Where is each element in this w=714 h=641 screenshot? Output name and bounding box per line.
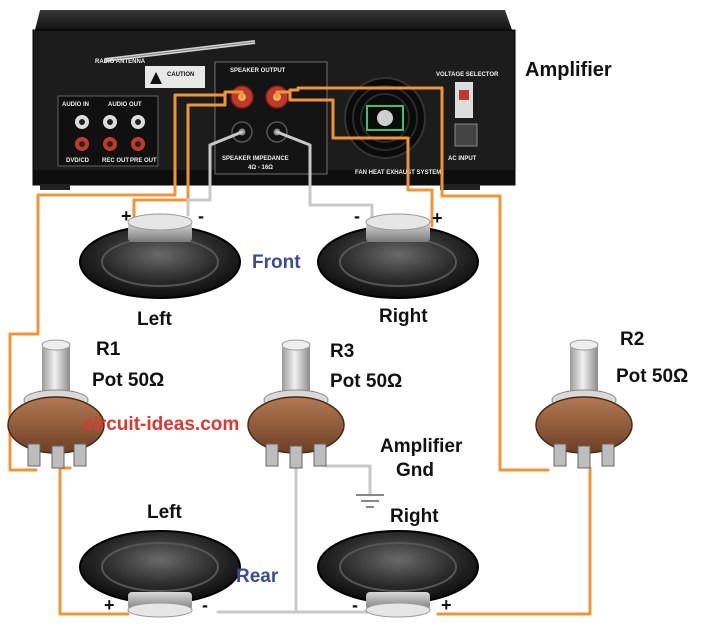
wire-r1-to-rear-left — [58, 466, 130, 616]
fan-heat-label: FAN HEAT EXHAUST SYSTEM — [355, 170, 441, 176]
wire-r3-to-ground — [324, 464, 372, 497]
wire-right-to-r2 — [288, 86, 550, 472]
rear-right-minus: - — [352, 595, 358, 615]
wire-front-right-positive — [275, 90, 434, 228]
amplifier-title: Amplifier — [525, 59, 612, 81]
rear-left-minus: - — [202, 595, 208, 615]
ac-socket — [454, 123, 478, 147]
dvd-cd-label: DVD/CD — [66, 158, 90, 164]
potentiometer-r1 — [7, 339, 105, 469]
pre-out-label: PRE OUT — [130, 158, 157, 164]
speaker-rear-right — [317, 530, 479, 618]
wire-front-left-negative — [186, 130, 244, 217]
wire-left-to-r1 — [8, 93, 227, 472]
ac-input-label: AC INPUT — [448, 156, 477, 162]
front-label: Front — [252, 252, 301, 273]
amplifier-gnd-line2: Gnd — [396, 460, 434, 481]
speaker-output-panel — [214, 61, 328, 175]
fan-grille — [344, 77, 426, 159]
rear-right-plus: + — [441, 595, 452, 615]
amplifier-gnd-line1: Amplifier — [380, 436, 463, 457]
r1-name: R1 — [96, 339, 121, 360]
wire-front-left-positive — [132, 90, 244, 224]
speaker-front-left — [79, 213, 241, 299]
r3-value: Pot 50Ω — [330, 371, 402, 392]
potentiometer-r3 — [247, 339, 345, 469]
speaker-output-label: SPEAKER OUTPUT — [230, 68, 286, 74]
rear-left-plus: + — [104, 595, 115, 615]
r3-name: R3 — [330, 341, 354, 362]
amplifier-unit: RADIO ANTENNA CAUTION AUDIO IN AUDIO OUT… — [32, 10, 516, 190]
watermark-text: circuit-ideas.com — [83, 414, 239, 435]
rear-right-label: Right — [390, 506, 439, 527]
front-right-plus: + — [432, 208, 443, 228]
voltage-selector-label: VOLTAGE SELECTOR — [436, 72, 499, 78]
front-right-minus: - — [354, 206, 360, 226]
wire-front-right-negative — [275, 130, 374, 227]
front-left-label: Left — [137, 309, 173, 330]
wire-r2-to-rear-right — [436, 466, 592, 616]
impedance-value: 4Ω - 16Ω — [248, 165, 273, 171]
potentiometer-r2 — [535, 339, 633, 469]
front-left-plus: + — [121, 206, 132, 226]
audio-io-panel — [57, 95, 159, 167]
speaker-front-right — [317, 213, 479, 299]
ground-symbol — [356, 494, 384, 508]
front-right-label: Right — [379, 306, 428, 327]
front-left-minus: - — [198, 206, 204, 226]
r1-value: Pot 50Ω — [92, 370, 164, 391]
wire-r3-to-rear-left-negative — [216, 464, 298, 614]
rec-out-label: REC OUT — [102, 158, 129, 164]
rca-jacks — [75, 115, 145, 151]
speaker-impedance-label: SPEAKER IMPEDANCE — [222, 156, 289, 162]
audio-in-label: AUDIO IN — [62, 102, 89, 108]
caution-text: CAUTION — [167, 72, 194, 78]
r2-name: R2 — [620, 329, 644, 350]
r2-value: Pot 50Ω — [616, 366, 688, 387]
speaker-rear-left — [79, 530, 241, 618]
audio-out-label: AUDIO OUT — [108, 102, 142, 108]
wiring — [8, 86, 592, 616]
radio-antenna-label: RADIO ANTENNA — [95, 59, 146, 65]
rear-left-label: Left — [147, 502, 183, 523]
rear-label: Rear — [236, 566, 279, 587]
